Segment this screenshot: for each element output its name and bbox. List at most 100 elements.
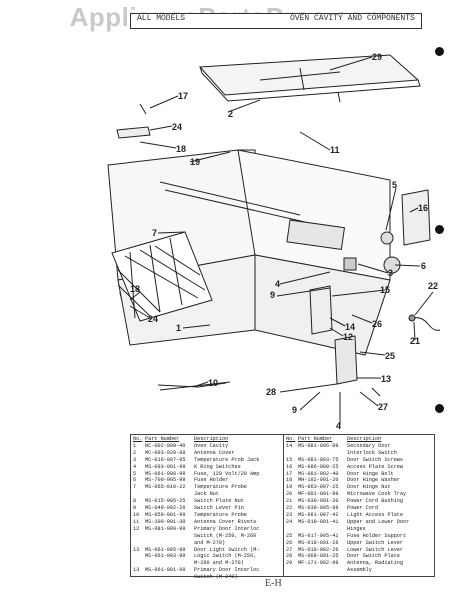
part-description: Oven Cavity xyxy=(194,442,229,449)
callout-label: 5 xyxy=(392,180,397,190)
part-number-index xyxy=(133,553,145,560)
binder-hole-dot xyxy=(435,225,444,234)
part-number-index xyxy=(286,567,298,574)
header-band xyxy=(130,13,422,29)
part-number-index xyxy=(133,540,145,547)
part-number: MS-017-005-41 xyxy=(298,532,339,539)
part-number: MS-081-003-75 xyxy=(298,456,339,463)
part-description: Microwave Cook Tray xyxy=(347,491,407,498)
callout-label: 24 xyxy=(172,122,182,132)
part-description: K Ring Switches xyxy=(194,463,241,470)
power-cord xyxy=(411,317,441,331)
callout-label: 18 xyxy=(176,144,186,154)
part-number-index xyxy=(133,533,145,540)
part-description: Hinges xyxy=(347,525,366,532)
part-number: MS-068-001-25 xyxy=(298,553,339,560)
part-number-index: 21 xyxy=(286,498,293,505)
part-number-index: 27 xyxy=(286,546,293,553)
header-section-title: OVEN CAVITY AND COMPONENTS xyxy=(290,14,415,23)
part-number-index: 24 xyxy=(286,518,293,525)
access-plate xyxy=(401,189,431,246)
part-number: MS-081-006-99 xyxy=(298,442,339,449)
part-number-index: 3 xyxy=(133,456,137,463)
part-number-index: 22 xyxy=(286,505,293,512)
part-number: MS-061-003-99 xyxy=(145,553,186,560)
switch-assembly xyxy=(334,335,358,385)
table-row: Jack Nut xyxy=(133,491,260,498)
part-number-index: 13 xyxy=(133,546,140,553)
part-description: Light Access Plate xyxy=(347,511,404,518)
part-number-index: 16 xyxy=(286,463,293,470)
header-model: ALL MODELS xyxy=(137,14,186,23)
part-description: Upper Switch Lever xyxy=(347,539,404,546)
part-description: Temperature Prob Jack xyxy=(194,456,260,463)
part-number: MF-171-002-99 xyxy=(298,560,339,567)
callout-label: 12 xyxy=(343,332,353,342)
part-description: Switch Lever Pin xyxy=(194,505,244,512)
fuse xyxy=(380,231,394,245)
part-description: Switch (M-250, M-260 xyxy=(194,532,257,539)
part-number: MS-093-001-99 xyxy=(145,463,186,470)
table-row: 28 MS-068-001-25 Door Switch Plate xyxy=(286,553,413,560)
part-description: Door Switch Plate xyxy=(347,553,400,560)
part-number xyxy=(145,574,194,581)
part-number-index: 2 xyxy=(133,449,137,456)
part-description: Lower Switch Lever xyxy=(347,546,404,553)
part-number: MS-100-001-30 xyxy=(145,518,186,525)
callout-label: 21 xyxy=(410,336,420,346)
part-number xyxy=(298,450,347,457)
table-row: Hinges xyxy=(286,526,413,533)
part-description: Logic Switch (M-250, xyxy=(194,553,257,560)
part-number-index: 28 xyxy=(286,553,293,560)
part-number-index xyxy=(133,574,145,581)
part-number xyxy=(145,533,194,540)
callout-label: 10 xyxy=(208,378,218,388)
parts-table-right-border xyxy=(283,434,435,577)
footer-mark: E-H xyxy=(265,578,282,589)
part-number xyxy=(145,560,194,567)
part-number-index: 12 xyxy=(133,525,140,532)
part-number-index: 9 xyxy=(133,505,137,512)
part-description: Door Switch Screws xyxy=(347,456,404,463)
part-description: Upper and Lower Door xyxy=(347,518,410,525)
part-number: MS-061-008-99 xyxy=(145,470,186,477)
part-number xyxy=(145,540,194,547)
part-description: Switch Plate Nut xyxy=(194,498,244,505)
part-description: Primary Door Interlock xyxy=(194,567,260,574)
part-number-index: 18 xyxy=(286,477,293,484)
table-row: Switch (M-250, M-260 xyxy=(133,533,260,540)
part-description: Switch (M-240) xyxy=(194,574,238,581)
callout-label: 19 xyxy=(190,157,200,167)
callout-label: 2 xyxy=(228,109,233,119)
callout-label: 25 xyxy=(385,351,395,361)
part-number-index: 1 xyxy=(133,442,137,449)
table-row: Interlock Switch xyxy=(286,450,413,457)
callout-label: 27 xyxy=(378,402,388,412)
part-number-index: 11 xyxy=(133,518,140,525)
part-description: Power Cord Bushing xyxy=(347,498,404,505)
callout-label: 24 xyxy=(148,314,158,324)
callout-label: 18 xyxy=(130,284,140,294)
table-row: Switch (M-240) xyxy=(133,574,260,581)
part-description: Interlock Switch xyxy=(347,449,397,456)
callout-label: 14 xyxy=(345,322,355,332)
part-description: Antenna Cover Rivets (7) xyxy=(194,518,260,525)
part-description: Access Plate Screw xyxy=(347,463,404,470)
part-number: MS-063-007-25 xyxy=(298,484,339,491)
part-number: MS-081-002-40 xyxy=(298,470,339,477)
part-number xyxy=(298,567,347,574)
part-number: MS-061-005-99 xyxy=(145,546,186,553)
